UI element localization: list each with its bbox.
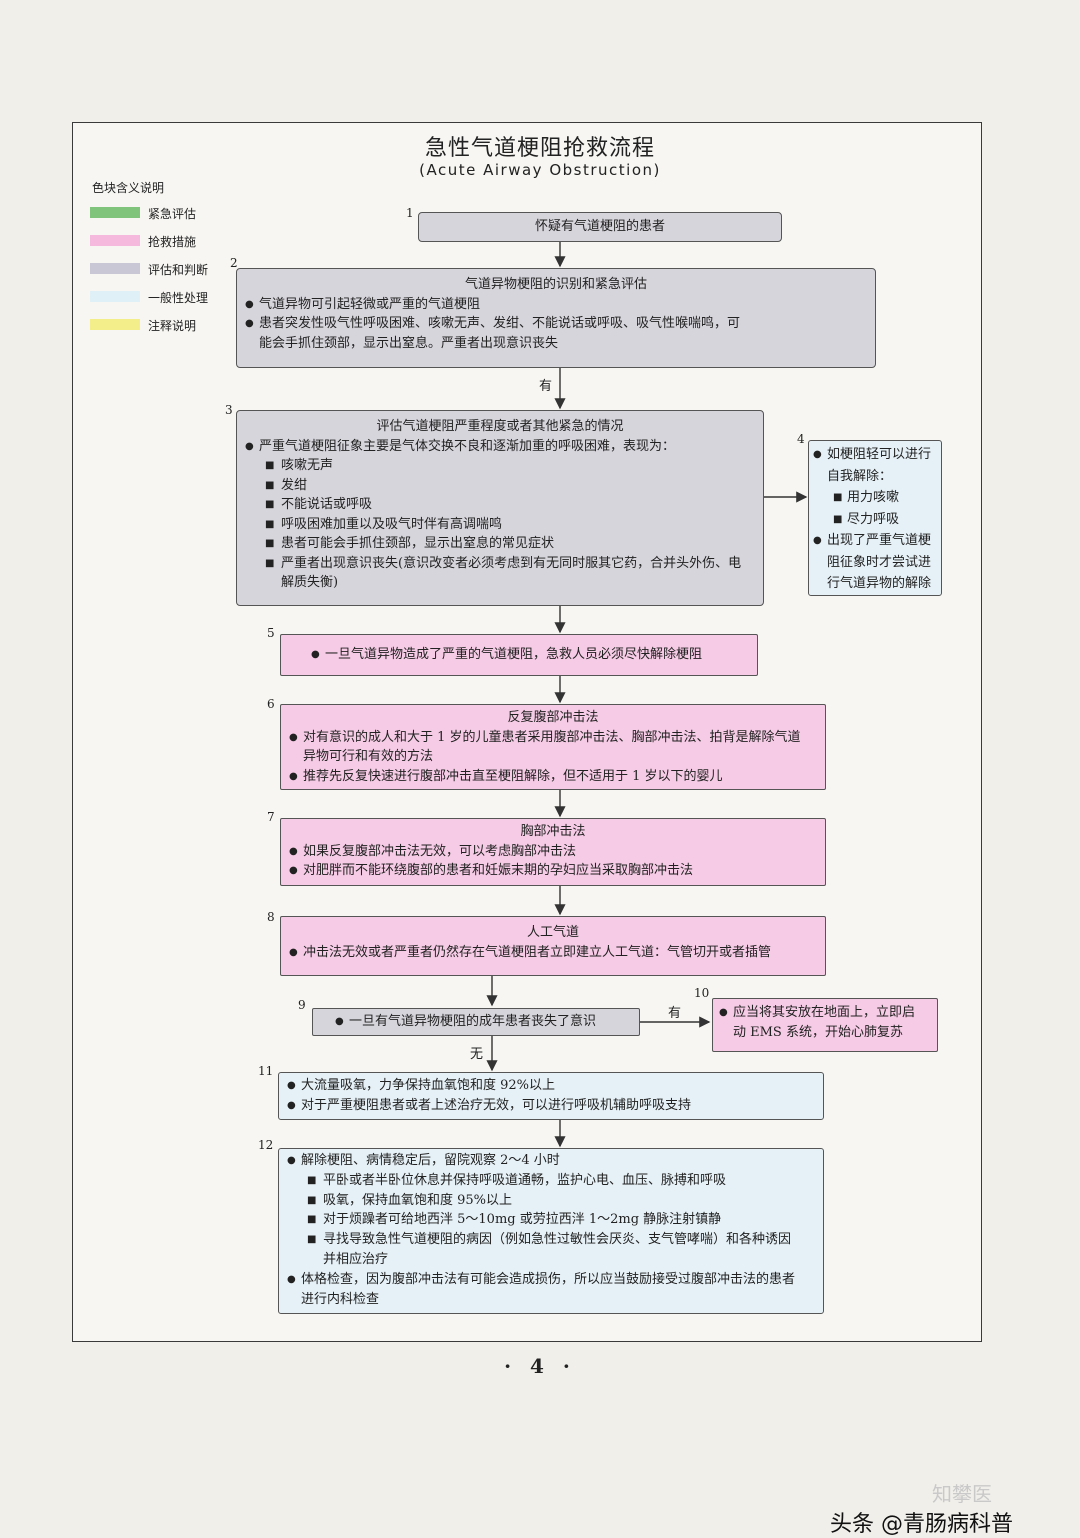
step-number: 12	[258, 1138, 274, 1152]
step-2-bullet: 患者突发性吸气性呼吸困难、咳嗽无声、发绀、不能说话或呼吸、吸气性喉喘鸣，可	[245, 314, 867, 334]
step-number: 11	[258, 1064, 274, 1078]
step-4-box: 如梗阻轻可以进行 自我解除： 用力咳嗽 尽力呼吸 出现了严重气道梗 阻征象时才尝…	[808, 440, 942, 596]
step-12-sub: 寻找导致急性气道梗阻的病因（例如急性过敏性会厌炎、支气管哮喘）和各种诱因	[287, 1230, 815, 1250]
step-number: 2	[230, 256, 238, 270]
legend-label: 注释说明	[148, 319, 197, 333]
step-4-bullet: 如梗阻轻可以进行	[813, 444, 937, 466]
step-3-sub: 不能说话或呼吸	[245, 495, 755, 515]
step-8-box: 人工气道 冲击法无效或者严重者仍然存在气道梗阻者立即建立人工气道：气管切开或者插…	[280, 916, 826, 976]
legend-label: 评估和判断	[148, 263, 209, 277]
step-2-heading: 气道异物梗阻的识别和紧急评估	[464, 277, 647, 292]
step-number: 1	[406, 206, 414, 220]
legend-swatch	[90, 291, 140, 302]
legend-swatch	[90, 263, 140, 274]
edge-label-yes: 有	[668, 1006, 682, 1021]
legend-label: 紧急评估	[148, 207, 197, 221]
step-5-bullet: 一旦气道异物造成了严重的气道梗阻，急救人员必须尽快解除梗阻	[311, 645, 741, 665]
step-7-box: 胸部冲击法 如果反复腹部冲击法无效，可以考虑胸部冲击法 对肥胖而不能环绕腹部的患…	[280, 818, 826, 886]
legend-swatch	[90, 235, 140, 246]
step-3-heading: 评估气道梗阻严重程度或者其他紧急的情况	[376, 419, 624, 434]
step-7-bullet: 如果反复腹部冲击法无效，可以考虑胸部冲击法	[289, 842, 817, 862]
step-12-sub: 吸氧，保持血氧饱和度 95%以上	[287, 1191, 815, 1211]
step-6-bullet: 推荐先反复快速进行腹部冲击直至梗阻解除，但不适用于 1 岁以下的婴儿	[289, 767, 817, 787]
step-3-sub: 严重者出现意识丧失(意识改变者必须考虑到有无同时服其它药，合并头外伤、电	[245, 554, 755, 574]
legend-title: 色块含义说明	[92, 181, 165, 195]
step-4-sub: 尽力呼吸	[813, 509, 937, 531]
step-12-sub: 对于烦躁者可给地西泮 5～10mg 或劳拉西泮 1～2mg 静脉注射镇静	[287, 1210, 815, 1230]
step-2-bullet-cont: 能会手抓住颈部，显示出窒息。严重者出现意识丧失	[259, 335, 559, 351]
step-4-bullet-cont: 行气道异物的解除	[827, 576, 932, 591]
step-6-box: 反复腹部冲击法 对有意识的成人和大于 1 岁的儿童患者采用腹部冲击法、胸部冲击法…	[280, 704, 826, 790]
step-12-bullet-cont: 进行内科检查	[301, 1291, 380, 1307]
step-3-bullet: 严重气道梗阻征象主要是气体交换不良和逐渐加重的呼吸困难，表现为：	[245, 437, 755, 457]
step-12-box: 解除梗阻、病情稳定后，留院观察 2～4 小时 平卧或者半卧位休息并保持呼吸道通畅…	[278, 1148, 824, 1314]
step-3-sub: 发绀	[245, 476, 755, 496]
step-2-bullet: 气道异物可引起轻微或严重的气道梗阻	[245, 295, 867, 315]
step-12-sub-cont: 并相应治疗	[323, 1251, 389, 1267]
step-2-box: 气道异物梗阻的识别和紧急评估 气道异物可引起轻微或严重的气道梗阻 患者突发性吸气…	[236, 268, 876, 368]
step-11-bullet: 对于严重梗阻患者或者上述治疗无效，可以进行呼吸机辅助呼吸支持	[287, 1096, 815, 1116]
step-12-sub: 平卧或者半卧位休息并保持呼吸道通畅，监护心电、血压、脉搏和呼吸	[287, 1171, 815, 1191]
step-7-heading: 胸部冲击法	[520, 824, 586, 839]
step-10-bullet-cont: 动 EMS 系统，开始心肺复苏	[733, 1024, 903, 1040]
step-12-bullet: 解除梗阻、病情稳定后，留院观察 2～4 小时	[287, 1151, 815, 1171]
step-number: 8	[267, 910, 275, 924]
step-number: 6	[267, 697, 275, 711]
step-11-box: 大流量吸氧，力争保持血氧饱和度 92%以上 对于严重梗阻患者或者上述治疗无效，可…	[278, 1072, 824, 1120]
legend-swatch	[90, 207, 140, 218]
watermark: 知攀医	[932, 1482, 992, 1506]
step-10-bullet: 应当将其安放在地面上，立即启	[719, 1003, 931, 1023]
legend-label: 一般性处理	[148, 291, 209, 305]
step-4-bullet: 出现了严重气道梗	[813, 530, 937, 552]
step-3-box: 评估气道梗阻严重程度或者其他紧急的情况 严重气道梗阻征象主要是气体交换不良和逐渐…	[236, 410, 764, 606]
step-3-sub: 呼吸困难加重以及吸气时伴有高调喘鸣	[245, 515, 755, 535]
step-5-box: 一旦气道异物造成了严重的气道梗阻，急救人员必须尽快解除梗阻	[280, 634, 758, 676]
step-3-sub: 患者可能会手抓住颈部，显示出窒息的常见症状	[245, 534, 755, 554]
step-4-bullet-cont: 阻征象时才尝试进	[827, 554, 932, 570]
step-1-text: 怀疑有气道梗阻的患者	[534, 219, 665, 234]
credit-text: 头条 @青肠病科普	[830, 1512, 1013, 1537]
step-6-bullet-cont: 异物可行和有效的方法	[303, 749, 434, 764]
step-9-box: 一旦有气道异物梗阻的成年患者丧失了意识	[312, 1008, 640, 1036]
step-number: 9	[298, 998, 306, 1012]
step-7-bullet: 对肥胖而不能环绕腹部的患者和妊娠末期的孕妇应当采取胸部冲击法	[289, 861, 817, 881]
step-11-bullet: 大流量吸氧，力争保持血氧饱和度 92%以上	[287, 1076, 815, 1096]
step-number: 3	[225, 403, 233, 417]
step-1-box: 怀疑有气道梗阻的患者	[418, 212, 782, 242]
step-3-sub-cont: 解质失衡)	[281, 575, 339, 590]
step-number: 10	[694, 986, 710, 1000]
legend-swatch	[90, 319, 140, 330]
edge-label-yes: 有	[539, 379, 553, 394]
step-4-bullet-cont: 自我解除：	[827, 468, 893, 484]
step-12-bullet: 体格检查，因为腹部冲击法有可能会造成损伤，所以应当鼓励接受过腹部冲击法的患者	[287, 1270, 815, 1290]
step-6-heading: 反复腹部冲击法	[507, 710, 599, 725]
page-number: · 4 ·	[504, 1354, 576, 1378]
legend-label: 抢救措施	[148, 235, 197, 249]
step-8-bullet: 冲击法无效或者严重者仍然存在气道梗阻者立即建立人工气道：气管切开或者插管	[289, 943, 817, 963]
step-8-heading: 人工气道	[526, 925, 579, 940]
step-4-sub: 用力咳嗽	[813, 487, 937, 509]
step-6-bullet: 对有意识的成人和大于 1 岁的儿童患者采用腹部冲击法、胸部冲击法、拍背是解除气道	[289, 728, 817, 748]
step-3-sub: 咳嗽无声	[245, 456, 755, 476]
step-9-bullet: 一旦有气道异物梗阻的成年患者丧失了意识	[335, 1012, 631, 1032]
page-subtitle: (Acute Airway Obstruction)	[419, 161, 661, 179]
step-number: 4	[797, 432, 805, 446]
page-title: 急性气道梗阻抢救流程	[424, 136, 655, 161]
step-number: 5	[267, 626, 275, 640]
edge-label-no: 无	[470, 1047, 484, 1062]
step-number: 7	[267, 810, 275, 824]
step-10-box: 应当将其安放在地面上，立即启 动 EMS 系统，开始心肺复苏	[712, 998, 938, 1052]
